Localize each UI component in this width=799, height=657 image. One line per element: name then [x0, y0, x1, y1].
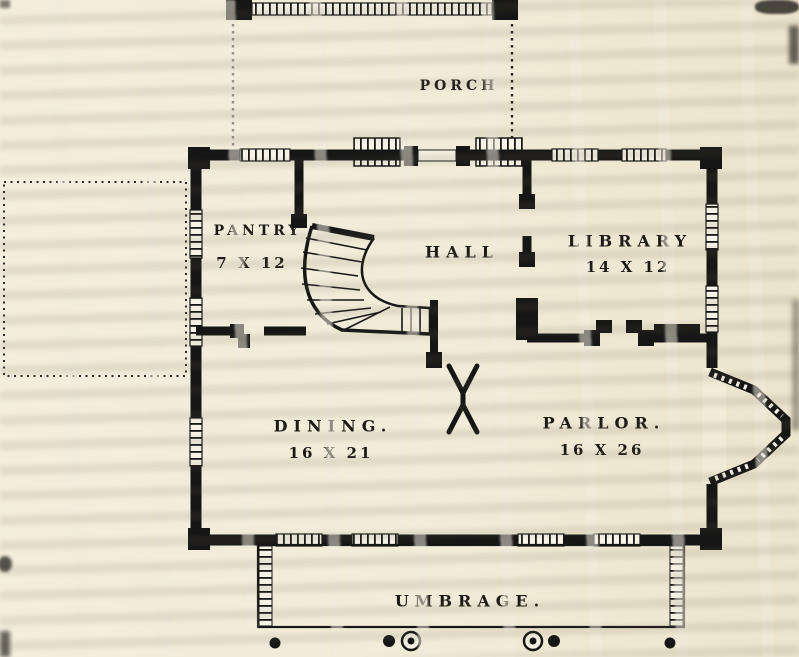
room-size-pantry: 7 X 12	[216, 254, 288, 272]
room-label-umbrage: UMBRAGE.	[394, 591, 546, 611]
room-label-hall: HALL	[424, 242, 500, 262]
room-label-library: LIBRARY	[567, 231, 693, 251]
room-label-dining: DINING.	[273, 416, 393, 436]
exterior-walls	[188, 147, 722, 550]
room-size-library: 14 X 12	[585, 258, 671, 276]
annex-dashed-outline	[3, 181, 187, 377]
room-label-parlor: PARLOR.	[542, 413, 666, 433]
staircase	[300, 223, 432, 336]
room-size-parlor: 16 X 26	[559, 441, 645, 459]
front-door-opening	[404, 146, 470, 166]
bay-window	[702, 367, 791, 487]
room-label-porch: PORCH	[419, 78, 499, 94]
window-openings	[189, 148, 719, 547]
room-size-dining: 16 X 21	[288, 444, 374, 462]
folding-door-symbol	[446, 363, 480, 435]
room-label-pantry: PANTRY	[213, 223, 303, 239]
